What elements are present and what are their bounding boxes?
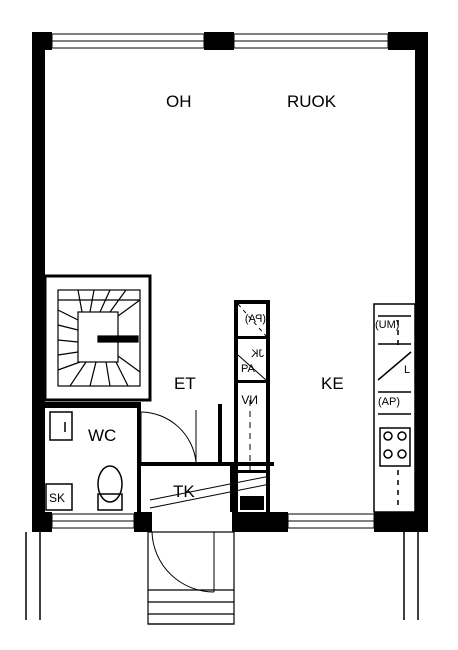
left-wall — [32, 32, 45, 532]
bottom-wall-right — [374, 512, 428, 532]
fixture-label-l: L — [404, 364, 410, 376]
room-label-ke: KE — [321, 374, 344, 393]
doors — [140, 410, 271, 593]
kitchen-counter — [373, 303, 416, 513]
fixture-label-nv: NV — [241, 393, 258, 407]
sink — [49, 411, 73, 441]
toilet — [97, 465, 123, 511]
room-label-ruok: RUOK — [287, 92, 337, 111]
wc-room — [45, 402, 141, 512]
top-wall-middle — [204, 32, 234, 50]
room-label-wc: WC — [88, 426, 116, 445]
door-entrance — [151, 531, 215, 593]
entrance-steps — [147, 531, 235, 625]
door-et — [140, 411, 197, 463]
fixture-label-pa-mid: PA — [241, 363, 256, 375]
bottom-wall-left — [32, 512, 52, 532]
fixture-label-sk: SK — [49, 491, 65, 505]
windows — [51, 33, 389, 529]
closet-details — [237, 303, 267, 470]
bottom-wall-entrance-left — [134, 512, 152, 532]
fixture-label-ap: (AP) — [378, 396, 400, 408]
staircase — [43, 274, 152, 402]
right-wall — [415, 32, 428, 532]
bottom-wall-entrance-right — [232, 512, 288, 532]
room-label-oh: OH — [166, 92, 192, 111]
partitions — [137, 300, 274, 512]
fixture-label-jk: JK — [251, 348, 265, 360]
fixture-label-um: (UM) — [375, 319, 399, 331]
fixture-label-pa-top: (PA) — [245, 313, 266, 325]
exterior-walls — [32, 32, 428, 532]
stove — [379, 427, 411, 467]
room-label-tk: TK — [173, 482, 195, 501]
porch-lines — [25, 532, 419, 620]
room-label-et: ET — [174, 374, 196, 393]
cabinet-sk — [45, 483, 73, 511]
